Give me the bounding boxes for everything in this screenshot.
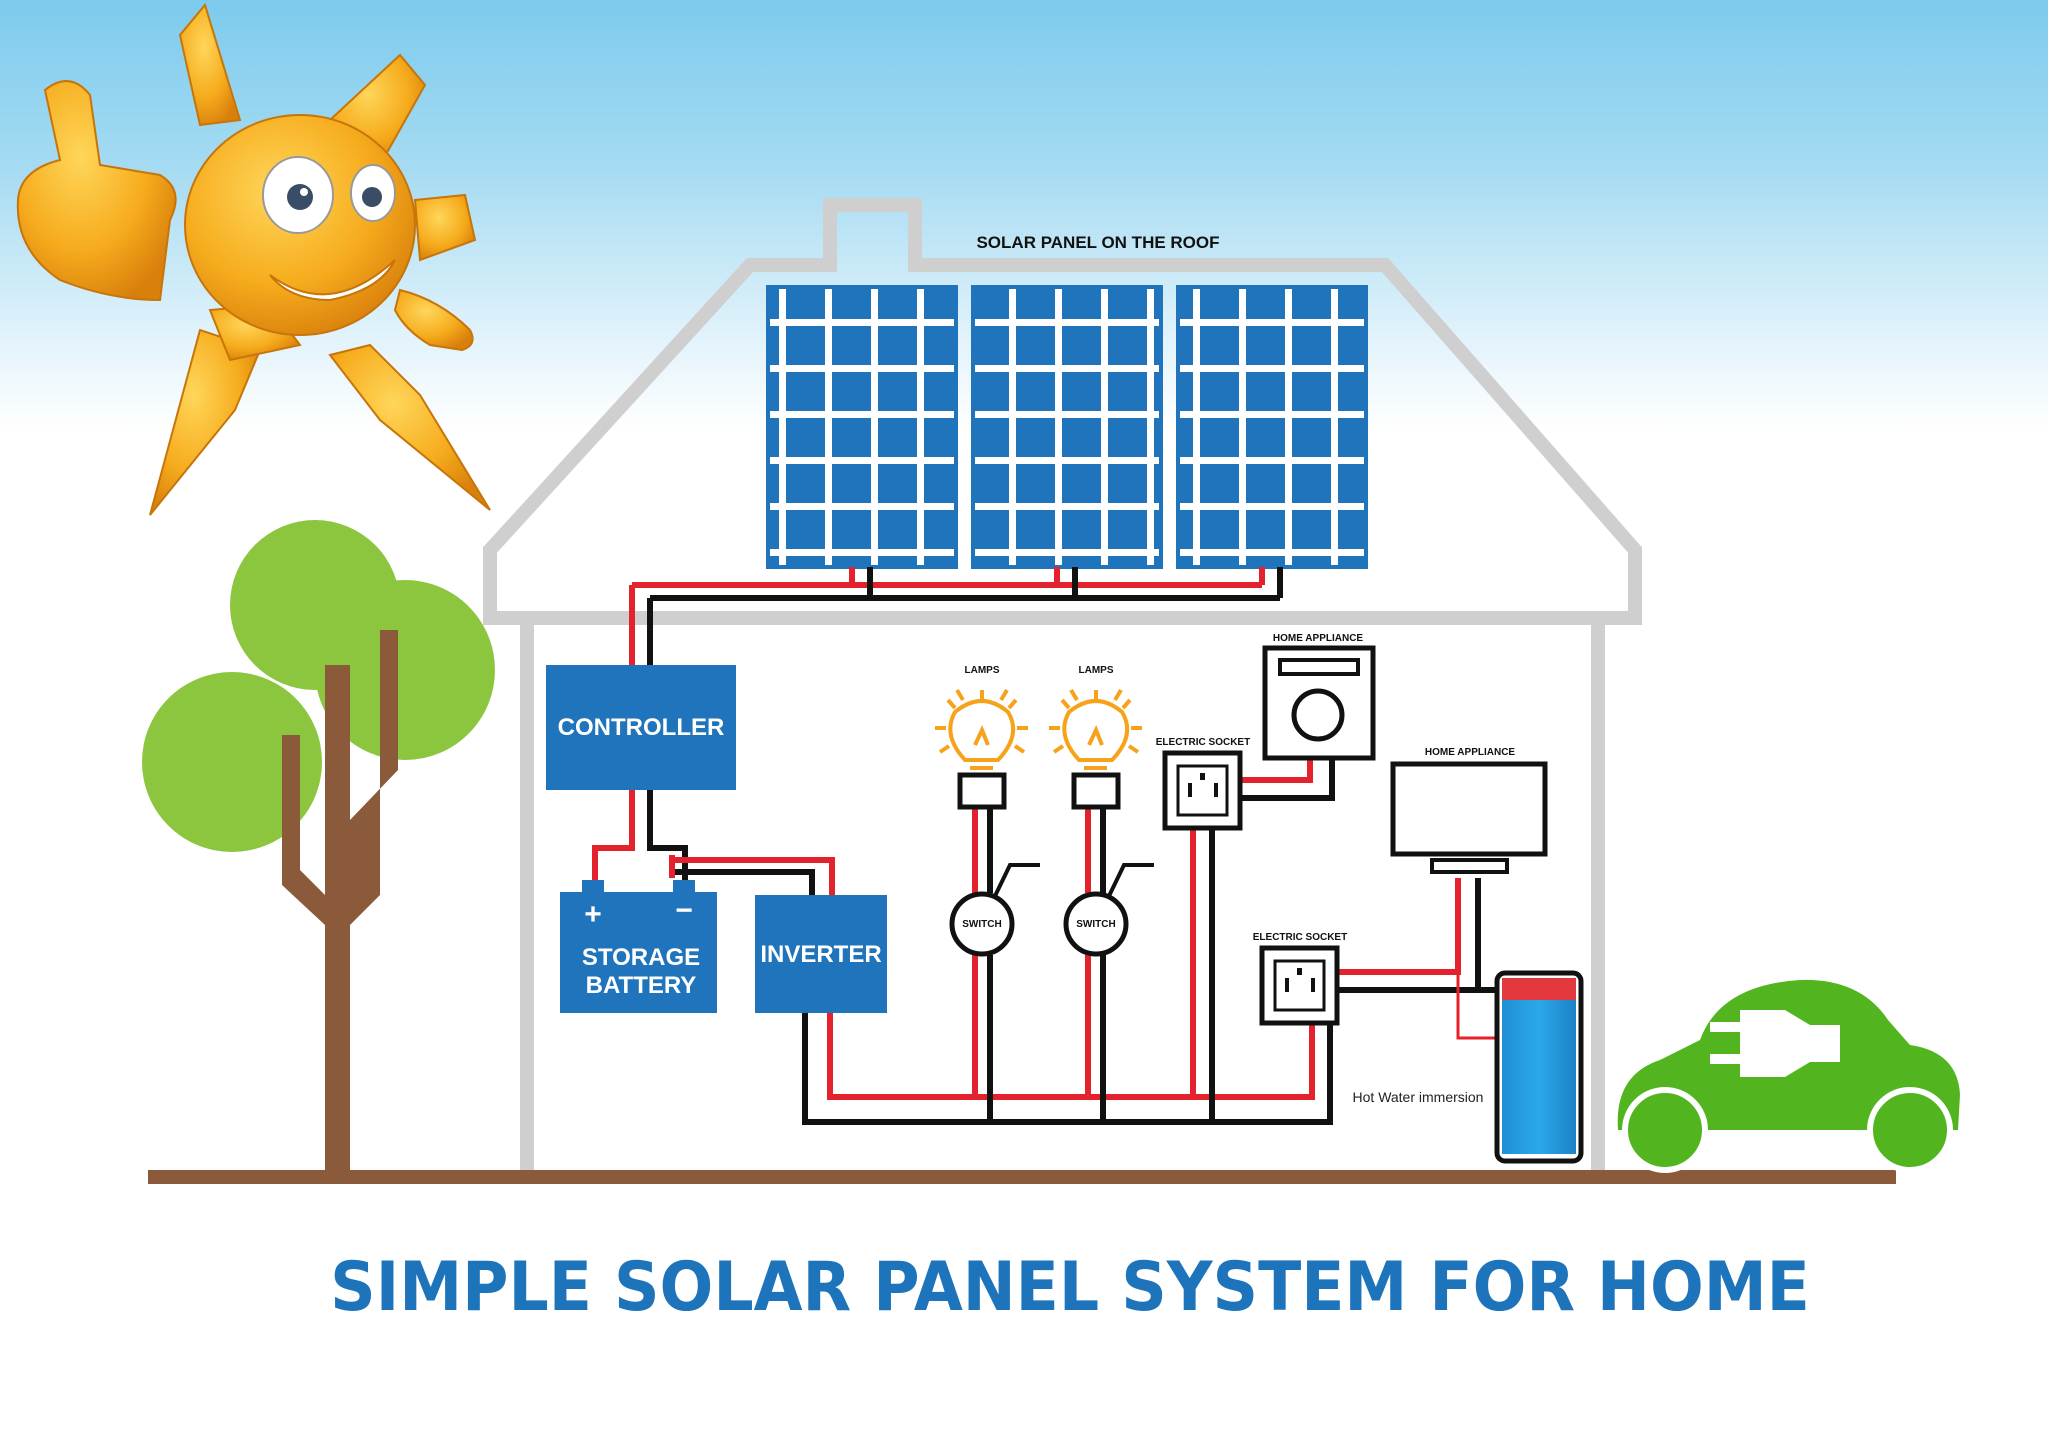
appliance-label-tv: HOME APPLIANCE: [1425, 747, 1516, 758]
inverter-label: INVERTER: [760, 941, 881, 968]
socket-pin-icon: [1188, 783, 1192, 797]
tree: [142, 520, 495, 1170]
switch-label-1: SWITCH: [962, 919, 1001, 930]
storage-label-line2: BATTERY: [586, 972, 697, 999]
electric-socket-lower: ELECTRIC SOCKET: [1253, 932, 1347, 1026]
socket-pin-icon: [1214, 783, 1218, 797]
storage-battery: + − STORAGE BATTERY: [560, 880, 717, 1013]
socket-pin-icon: [1311, 978, 1315, 992]
house-outline: [483, 198, 1642, 1170]
hot-water-tank: Hot Water immersion: [1353, 970, 1584, 1164]
page-title: SIMPLE SOLAR PANEL SYSTEM FOR HOME: [330, 1248, 1810, 1327]
socket-pin-icon: [1285, 978, 1289, 992]
solar-panel-3: [1176, 285, 1368, 569]
controller-label: CONTROLLER: [558, 714, 725, 741]
plug-icon: [1710, 1010, 1840, 1077]
socket-label-upper: ELECTRIC SOCKET: [1156, 737, 1250, 748]
sun-mascot: [16, 2, 491, 516]
socket-label-lower: ELECTRIC SOCKET: [1253, 932, 1347, 943]
lamp-2: LAMPS: [1049, 665, 1142, 810]
electric-car: [1617, 979, 1960, 1173]
battery-minus-icon: −: [675, 894, 693, 927]
controller-box: CONTROLLER: [546, 665, 736, 790]
switch-label-2: SWITCH: [1076, 919, 1115, 930]
lamp-1: LAMPS: [935, 665, 1028, 810]
home-appliance-tv: HOME APPLIANCE: [1390, 747, 1548, 874]
socket-ground-icon: [1200, 773, 1205, 780]
ground-line: [148, 1170, 1896, 1184]
hot-water-label: Hot Water immersion: [1353, 1089, 1484, 1105]
socket-ground-icon: [1297, 968, 1302, 975]
electric-socket-upper: ELECTRIC SOCKET: [1156, 737, 1250, 831]
light-bulb-icon: [935, 688, 1028, 770]
switch-1: SWITCH: [949, 863, 1040, 957]
inverter-box: INVERTER: [755, 895, 887, 1013]
solar-panel-2: [971, 285, 1163, 569]
switch-2: SWITCH: [1063, 863, 1154, 957]
roof-label: SOLAR PANEL ON THE ROOF: [976, 233, 1219, 252]
appliance-label-washer: HOME APPLIANCE: [1273, 633, 1364, 644]
battery-plus-icon: +: [584, 898, 602, 931]
home-appliance-washer: HOME APPLIANCE: [1262, 633, 1376, 761]
washer-drum-icon: [1291, 688, 1345, 742]
storage-label-line1: STORAGE: [582, 944, 700, 971]
lamps-label-1: LAMPS: [965, 665, 1000, 676]
wiring: [592, 567, 1500, 1125]
light-bulb-icon: [1049, 688, 1142, 770]
lamps-label-2: LAMPS: [1079, 665, 1114, 676]
solar-panel-1: [766, 285, 958, 569]
